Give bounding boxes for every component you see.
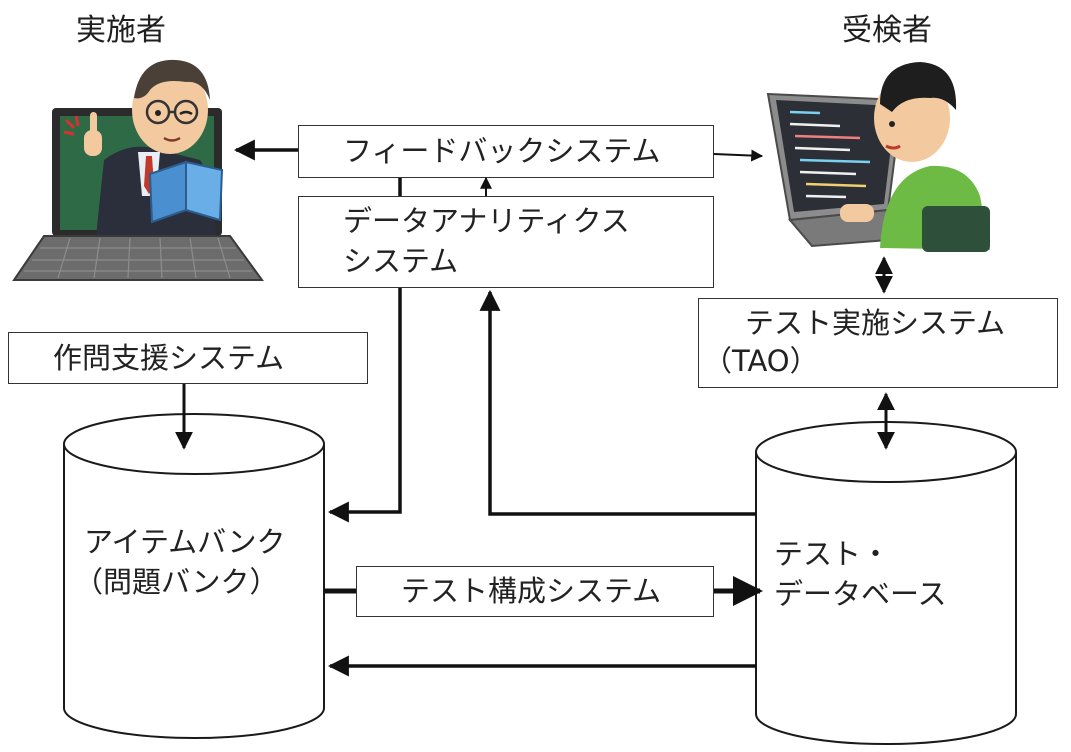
delivery-system-label-line1: テスト実施システム	[745, 306, 1006, 340]
analytics-system-label-line1: データアナリティクス	[343, 204, 630, 238]
item-bank-cylinder	[63, 413, 325, 739]
analytics-system-label-line2: システム	[343, 244, 459, 278]
item-bank-label-line1: アイテムバンク	[84, 525, 286, 559]
test-database-label-line2: データベース	[774, 577, 947, 611]
authoring-system-box: 作問支援システム	[8, 332, 368, 384]
examinee-label: 受検者	[842, 13, 932, 48]
assembly-system-box: テスト構成システム	[356, 566, 714, 617]
administrator-illustration	[12, 59, 264, 281]
arrow-analytics-to-item-bank	[327, 288, 402, 523]
feedback-system-label: フィードバックシステム	[343, 134, 661, 168]
examinee-illustration	[766, 62, 990, 252]
connectors	[175, 139, 895, 677]
feedback-system-box: フィードバックシステム	[298, 125, 714, 178]
arrow-test-database-to-analytics	[479, 289, 756, 516]
administrator-laptop-keyboard	[12, 235, 264, 281]
authoring-system-label: 作問支援システム	[53, 341, 285, 375]
administrator-label: 実施者	[76, 13, 166, 48]
examinee-hair	[880, 62, 957, 112]
test-database-label-line1: テスト・	[774, 537, 891, 571]
delivery-system-box: テスト実施システム （TAO）	[698, 298, 1058, 388]
examinee-hand	[840, 204, 874, 222]
analytics-system-box: データアナリティクス システム	[298, 196, 714, 288]
alert-marks-icon	[63, 115, 80, 136]
arrow-feedback-to-examinee	[713, 149, 764, 162]
item-bank-label-line2: （問題バンク）	[74, 565, 279, 599]
chair-icon	[922, 206, 990, 252]
pointing-finger-icon	[90, 112, 97, 136]
delivery-system-label-line2: （TAO）	[703, 344, 819, 378]
test-database-cylinder	[755, 421, 1017, 745]
assembly-system-label: テスト構成システム	[401, 574, 662, 608]
teacher-hair	[134, 59, 210, 100]
